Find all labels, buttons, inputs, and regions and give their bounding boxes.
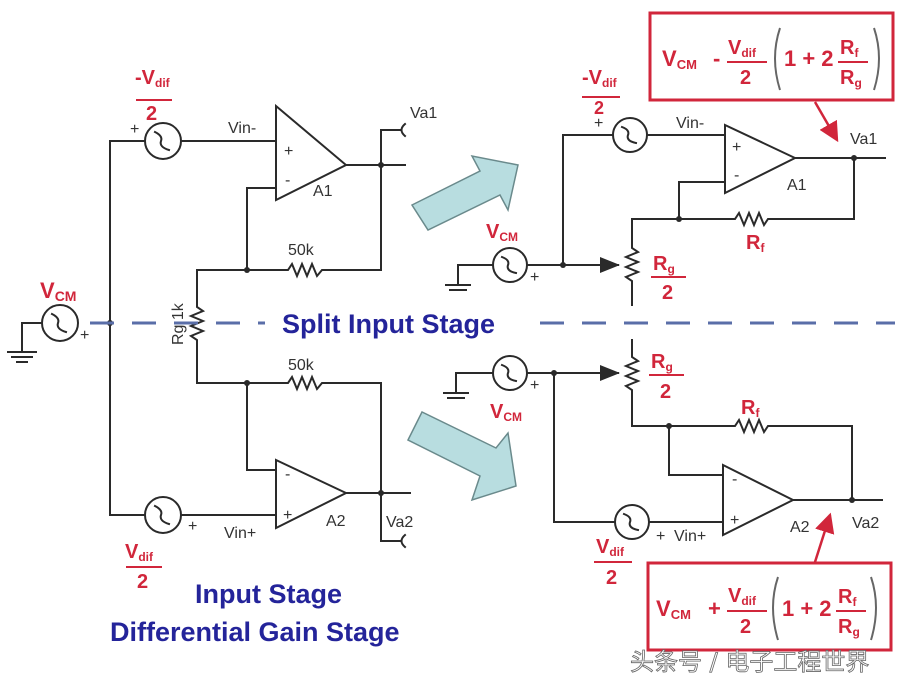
watermark: 头条号 / 电子工程世界	[630, 648, 869, 676]
svg-text:+: +	[732, 139, 741, 156]
svg-text:+: +	[283, 507, 292, 524]
svg-text:Vdif: Vdif	[596, 536, 625, 559]
svg-text:+: +	[708, 596, 721, 621]
svg-text:2: 2	[146, 103, 157, 125]
ac-source-icon	[144, 496, 182, 534]
svg-text:A1: A1	[787, 177, 807, 194]
formula-box-va2: VCM + Vdif 2 1 + 2 Rf Rg	[646, 512, 893, 652]
opamp-a2-right: - + A2	[722, 463, 810, 537]
opamp-a1: + - A1	[275, 103, 348, 202]
transform-arrow-up-icon	[410, 154, 519, 231]
ac-source-icon	[492, 355, 528, 391]
svg-text:Rf: Rf	[838, 586, 857, 609]
svg-text:+: +	[530, 269, 539, 286]
svg-text:VCM: VCM	[662, 46, 697, 72]
svg-text:1 + 2: 1 + 2	[784, 46, 834, 71]
svg-text:1 + 2: 1 + 2	[782, 596, 832, 621]
differential-gain-stage-title: Differential Gain Stage	[110, 617, 400, 647]
svg-text:2: 2	[660, 381, 671, 403]
svg-text:Vin+: Vin+	[674, 528, 706, 545]
svg-text:Va2: Va2	[386, 514, 413, 531]
svg-text:+: +	[730, 512, 739, 529]
transform-arrow-down-icon	[406, 411, 517, 502]
ground-icon	[443, 372, 469, 399]
svg-text:A2: A2	[326, 513, 346, 530]
svg-text:Vin-: Vin-	[228, 120, 256, 137]
svg-text:50k: 50k	[288, 357, 315, 374]
opamp-a2: - + A2	[275, 458, 349, 530]
svg-text:2: 2	[662, 282, 673, 304]
svg-text:VCM: VCM	[40, 278, 76, 304]
ac-source-icon	[614, 504, 650, 540]
svg-text:VCM: VCM	[490, 401, 522, 424]
svg-text:VCM: VCM	[656, 596, 691, 622]
opamp-a1-right: + - A1	[724, 123, 807, 195]
svg-text:-Vdif: -Vdif	[582, 67, 618, 90]
svg-text:Rf: Rf	[746, 232, 765, 255]
svg-text:Va1: Va1	[410, 105, 437, 122]
svg-text:-: -	[285, 172, 290, 189]
svg-text:+: +	[188, 518, 197, 535]
svg-text:2: 2	[740, 67, 751, 89]
svg-text:Vin+: Vin+	[224, 525, 256, 542]
svg-text:-: -	[713, 46, 720, 71]
ac-source-icon	[492, 247, 528, 283]
svg-text:Rf: Rf	[741, 397, 760, 420]
svg-text:VCM: VCM	[486, 221, 518, 244]
svg-text:2: 2	[137, 571, 148, 593]
svg-text:A2: A2	[790, 519, 810, 536]
svg-text:Rg: Rg	[651, 351, 673, 374]
svg-text:Vdif: Vdif	[728, 585, 757, 608]
svg-text:+: +	[80, 327, 89, 344]
svg-text:Va2: Va2	[852, 515, 879, 532]
input-stage-title: Input Stage	[195, 579, 342, 609]
svg-text:-: -	[734, 167, 739, 184]
svg-text:A1: A1	[313, 183, 333, 200]
ac-source-icon	[41, 304, 79, 342]
svg-text:Rf: Rf	[840, 37, 859, 60]
svg-text:Rg: Rg	[653, 253, 675, 276]
ground-icon	[7, 322, 37, 363]
ground-icon	[445, 264, 471, 291]
svg-text:Rg: Rg	[840, 67, 862, 90]
svg-text:2: 2	[740, 616, 751, 638]
svg-text:2: 2	[594, 98, 604, 118]
ac-source-icon	[612, 117, 648, 153]
formula-box-va1: VCM - Vdif 2 1 + 2 Rf Rg	[648, 11, 895, 143]
split-input-stage-title: Split Input Stage	[282, 309, 495, 339]
svg-text:+: +	[656, 528, 665, 545]
svg-text:Vin-: Vin-	[676, 115, 704, 132]
svg-text:+: +	[284, 143, 293, 160]
svg-text:-: -	[732, 471, 737, 488]
svg-text:+: +	[130, 121, 139, 138]
svg-text:Va1: Va1	[850, 131, 877, 148]
svg-text:50k: 50k	[288, 242, 315, 259]
svg-text:-Vdif: -Vdif	[135, 67, 171, 90]
svg-text:Rg: Rg	[838, 616, 860, 639]
svg-text:Vdif: Vdif	[728, 37, 757, 60]
svg-text:Vdif: Vdif	[125, 541, 154, 564]
right-circuit: + VCM + -Vdif 2 Vin- + - A1 Va1 Rf Rg	[443, 67, 886, 589]
svg-text:+: +	[530, 377, 539, 394]
svg-text:+: +	[594, 115, 603, 132]
svg-text:2: 2	[606, 567, 617, 589]
ac-source-icon	[144, 122, 182, 160]
svg-text:-: -	[285, 466, 290, 483]
